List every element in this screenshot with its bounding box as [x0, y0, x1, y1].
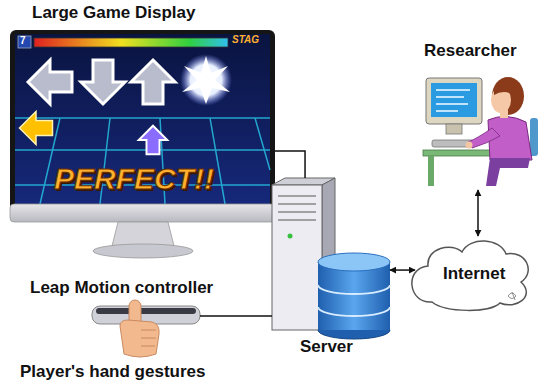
game-screen	[15, 34, 270, 204]
leap-motion: Leap Motion controllerPlayer's hand gest…	[92, 305, 200, 327]
monitor-chin	[10, 204, 275, 222]
cloud-doodle	[508, 292, 516, 300]
connector	[390, 269, 415, 271]
purple-arrow	[139, 126, 168, 155]
connector	[275, 151, 305, 178]
researcher: Researcher	[420, 75, 545, 190]
node-label: Large Game Display	[32, 3, 195, 23]
monitor-bezel	[10, 30, 275, 212]
internet-cloud: Internet	[415, 236, 533, 308]
node-label: Leap Motion controller	[30, 278, 213, 298]
hit-star	[182, 56, 230, 104]
leap-top	[96, 308, 196, 314]
yellow-arrow	[20, 112, 53, 145]
monitor-base	[93, 244, 193, 258]
game-display: Large Game DisplayPERFECT!!	[10, 30, 275, 222]
connector	[200, 315, 272, 317]
hit-flash	[180, 54, 232, 106]
monitor-neck	[112, 222, 174, 246]
researcher-figure	[423, 77, 538, 186]
server: Server	[272, 178, 390, 333]
node-label: Internet	[443, 264, 505, 284]
level-number: 7	[20, 35, 26, 47]
node-label: Server	[300, 337, 353, 357]
internet-cloud	[412, 241, 528, 310]
database-cylinder	[318, 253, 390, 339]
connector	[477, 190, 479, 236]
node-text: PERFECT!!	[54, 162, 214, 196]
life-bar	[34, 38, 228, 47]
step-arrows	[28, 60, 175, 104]
hud-box	[18, 36, 31, 48]
player-hand	[120, 300, 159, 357]
node-text: Player's hand gestures	[20, 362, 205, 382]
node-label: Researcher	[424, 41, 517, 61]
stage-text: STAG	[232, 34, 259, 46]
